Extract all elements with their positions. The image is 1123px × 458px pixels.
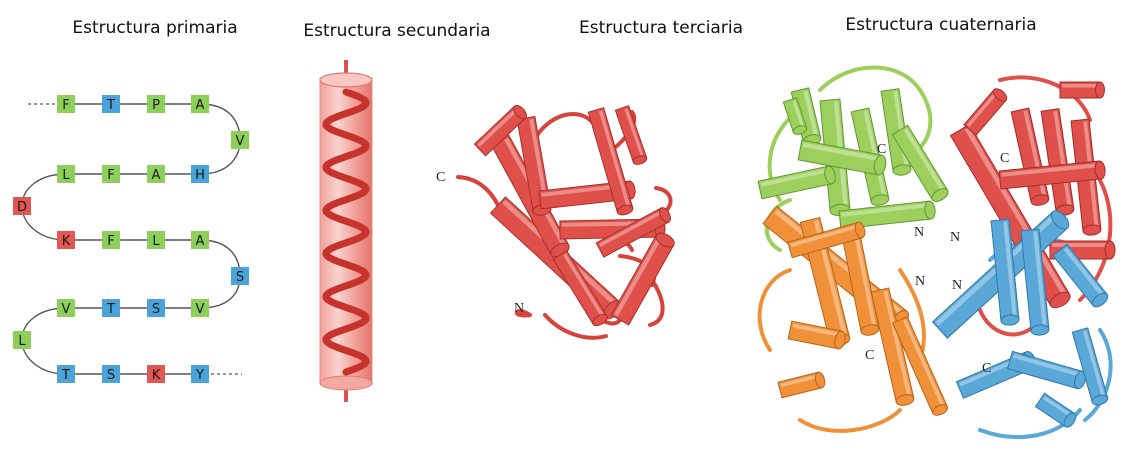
orange-loop-1	[760, 270, 790, 350]
residue-row4-2: S	[147, 299, 165, 317]
residue-letter: S	[152, 302, 160, 317]
residue-row2-1: F	[102, 165, 120, 183]
residue-letter: F	[107, 168, 114, 183]
residue-letter: A	[152, 168, 161, 183]
residue-row1-1: T	[102, 95, 120, 113]
residue-letter: K	[152, 368, 161, 383]
residue-letter: T	[61, 368, 70, 383]
residue-row2-2: A	[147, 165, 165, 183]
residue-letter: A	[196, 234, 205, 249]
alpha-helix-figure	[320, 60, 372, 402]
residue-letter: L	[62, 168, 70, 183]
residue-letter: L	[18, 334, 26, 349]
quaternary-structure: C C C C N N N N	[758, 68, 1115, 438]
quat-n-label-2: N	[950, 230, 960, 245]
orange-loop-2	[800, 410, 900, 431]
subunit-1-helix-6	[964, 86, 1009, 135]
quat-c-label-2: C	[1000, 151, 1009, 166]
tertiary-helix-9	[615, 106, 648, 166]
residue-row3-2: L	[147, 231, 165, 249]
residue-letter: P	[152, 98, 160, 113]
residue-row5-0: T	[57, 365, 75, 383]
residue-row4-3: V	[191, 299, 209, 317]
residue-letter: V	[196, 302, 205, 317]
quat-c-label-3: C	[865, 348, 874, 363]
residue-letter: D	[17, 200, 27, 215]
subunit-2-helix-5	[778, 371, 826, 398]
residue-letter: T	[106, 302, 115, 317]
residue-letter: S	[107, 368, 115, 383]
subunit-3-helix-5	[1008, 351, 1088, 390]
residue-row1-0: F	[57, 95, 75, 113]
residue-row2-0: L	[57, 165, 75, 183]
residue-letter: V	[236, 134, 245, 149]
residue-turn4: L	[13, 331, 31, 349]
residue-turn3: S	[231, 267, 249, 285]
title-quaternary: Estructura cuaternaria	[845, 15, 1036, 35]
cylinder-bottom-cap	[320, 376, 372, 390]
residue-row3-3: A	[191, 231, 209, 249]
residue-row1-2: P	[147, 95, 165, 113]
tertiary-n-label: N	[514, 301, 524, 316]
residue-letter: F	[62, 98, 69, 113]
primary-sequence: F T P A V L F A H D K F L A S V T S V L T S K Y	[13, 95, 249, 383]
residue-letter: L	[152, 234, 160, 249]
residue-row3-1: F	[102, 231, 120, 249]
quat-n-label-4: N	[952, 278, 962, 293]
residue-letter: K	[62, 234, 71, 249]
tertiary-structure: C N	[436, 103, 677, 338]
residue-row5-1: S	[102, 365, 120, 383]
residue-row1-3: A	[191, 95, 209, 113]
residue-turn1: V	[231, 131, 249, 149]
residue-letter: H	[195, 168, 205, 183]
title-tertiary: Estructura terciaria	[579, 18, 743, 38]
residue-turn2: D	[13, 197, 31, 215]
residue-row5-3: Y	[191, 365, 209, 383]
tertiary-c-label: C	[436, 170, 445, 185]
residue-letter: Y	[195, 368, 204, 383]
cylinder-top-cap	[320, 73, 372, 87]
quat-n-label-1: N	[914, 225, 924, 240]
title-secondary: Estructura secundaria	[303, 21, 490, 41]
residue-row4-1: T	[102, 299, 120, 317]
subunit-1-helix-7	[1060, 82, 1104, 98]
quat-c-label-4: C	[982, 361, 991, 376]
residue-letter: T	[106, 98, 115, 113]
subunit-3-helix-6	[1036, 393, 1079, 429]
residue-letter: S	[236, 270, 244, 285]
residue-letter: F	[107, 234, 114, 249]
title-primary: Estructura primaria	[72, 18, 237, 38]
quat-c-label-1: C	[877, 142, 886, 157]
residue-row4-0: V	[57, 299, 75, 317]
quat-n-label-3: N	[915, 274, 925, 289]
residue-row5-2: K	[147, 365, 165, 383]
residue-row2-3: H	[191, 165, 209, 183]
residue-letter: V	[62, 302, 71, 317]
residue-row3-0: K	[57, 231, 75, 249]
residue-letter: A	[196, 98, 205, 113]
